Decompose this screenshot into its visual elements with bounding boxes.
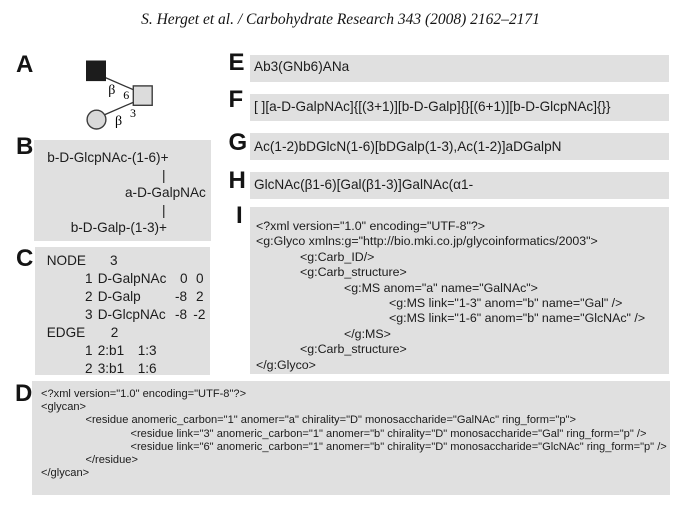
svg-text:β: β [108,83,115,98]
svg-text:6: 6 [123,88,129,102]
svg-text:β: β [115,114,122,129]
svg-text:3: 3 [130,106,136,120]
